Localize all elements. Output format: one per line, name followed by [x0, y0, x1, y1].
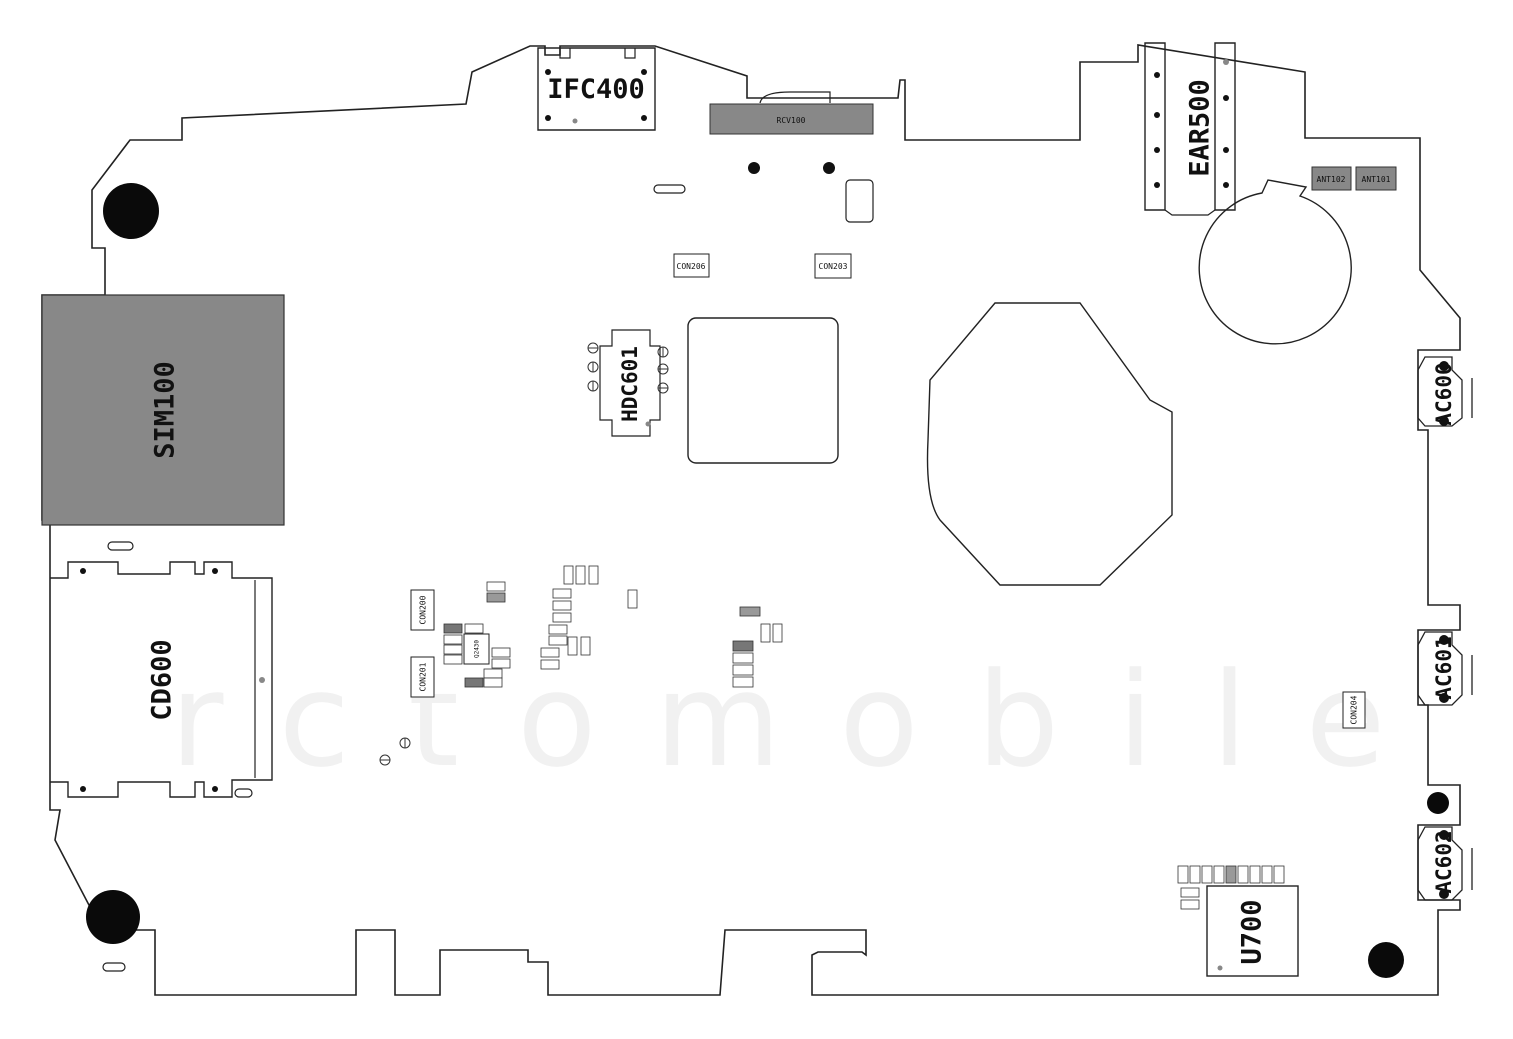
passive-components-cluster-d — [1177, 865, 1285, 910]
svg-text:ANT102: ANT102 — [1317, 175, 1346, 184]
mount-hole — [748, 162, 760, 174]
svg-text:CON201: CON201 — [419, 662, 428, 691]
sim100-label: SIM100 — [150, 361, 181, 459]
ant102-pad: ANT102 — [1311, 166, 1352, 191]
svg-text:CON206: CON206 — [677, 262, 706, 271]
ant101-pad: ANT101 — [1355, 166, 1397, 191]
q2430-transistor: Q2430 — [463, 633, 490, 665]
mount-hole — [103, 183, 159, 239]
mount-hole — [1427, 792, 1449, 814]
ac601-label: AC601 — [1432, 636, 1456, 699]
rcv100-receiver: RCV100 — [709, 91, 874, 135]
sim100-slot: SIM100 — [41, 294, 285, 526]
hdc601-chip: HDC601 — [587, 329, 669, 437]
rcv100-label: RCV100 — [777, 116, 806, 125]
con200-connector: CON200 — [410, 589, 435, 631]
ac600-label: AC600 — [1432, 362, 1456, 425]
con201-connector: CON201 — [410, 656, 435, 698]
ac602-label: AC602 — [1432, 830, 1456, 893]
pad — [845, 179, 874, 223]
slot — [653, 184, 686, 194]
mount-hole — [823, 162, 835, 174]
cd600-label: CD600 — [147, 639, 178, 720]
passive-components-cluster-b — [540, 565, 638, 670]
con206-connector: CON206 — [673, 253, 710, 278]
slot — [234, 788, 253, 798]
svg-text:Q2430: Q2430 — [474, 640, 481, 658]
passive-components-cluster-c — [732, 606, 783, 688]
con203-connector: CON203 — [814, 253, 852, 279]
test-point — [379, 737, 411, 766]
slot — [107, 541, 134, 551]
cd600-slot: CD600 — [50, 561, 273, 798]
cpu-shield — [687, 317, 839, 464]
ifc400-label: IFC400 — [547, 74, 645, 105]
svg-text:CON200: CON200 — [419, 595, 428, 624]
svg-text:CON204: CON204 — [1350, 695, 1359, 724]
passive-components-cluster-a — [443, 581, 511, 688]
rf-shield — [926, 302, 1173, 586]
mount-hole — [86, 890, 140, 944]
u700-chip: U700 — [1206, 885, 1299, 977]
watermark-text: rctomobile — [170, 644, 1443, 796]
svg-text:ANT101: ANT101 — [1362, 175, 1391, 184]
u700-label: U700 — [1237, 899, 1268, 964]
ac602-connector: AC602 — [1417, 826, 1473, 901]
slot — [102, 962, 126, 972]
battery-outline — [1198, 179, 1352, 345]
mount-hole — [1368, 942, 1404, 978]
ac600-connector: AC600 — [1417, 356, 1473, 427]
hdc601-label: HDC601 — [618, 346, 642, 422]
con204-connector: CON204 — [1342, 691, 1366, 729]
ear500-jack: EAR500 — [1144, 42, 1236, 216]
ear500-label: EAR500 — [1185, 79, 1216, 177]
svg-text:CON203: CON203 — [819, 262, 848, 271]
ac601-connector: AC601 — [1417, 631, 1473, 706]
ifc400-connector: IFC400 — [537, 47, 656, 131]
board-outline — [41, 44, 1461, 996]
